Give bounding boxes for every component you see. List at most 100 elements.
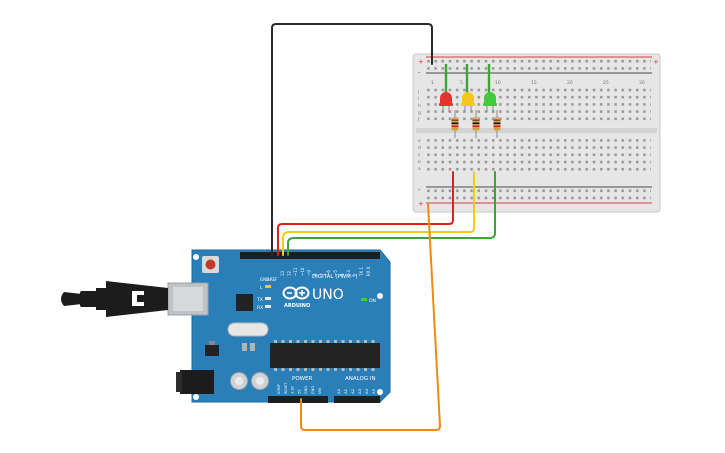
mounting-hole [377, 389, 383, 395]
chip-pin [356, 368, 360, 371]
chip-pin [311, 368, 315, 371]
arduino-logo-icon [282, 286, 310, 300]
chip-pin [296, 368, 300, 371]
digital-pin-label: ~11 [293, 267, 298, 276]
chip-pin [356, 340, 360, 343]
analog-pin-label: A0 [336, 388, 341, 394]
chip-pin [319, 368, 322, 371]
col-number: 30 [639, 80, 645, 86]
wire-pin13-red[interactable] [277, 171, 454, 256]
power-pin-label: IOREF [277, 384, 281, 394]
col-number: 25 [603, 80, 609, 86]
chip-pin [371, 368, 375, 371]
wire-pin11-green[interactable] [287, 171, 496, 256]
chip-pin [289, 340, 292, 343]
top-minus-label: - [418, 69, 421, 77]
top-row-letters: j i h g f [417, 89, 421, 123]
tx-label: TX [256, 297, 263, 303]
chip-pin [326, 340, 330, 343]
l-led [265, 285, 271, 288]
led-yellow[interactable] [461, 92, 475, 112]
power-pin-label: 3.3V [291, 385, 295, 394]
breadboard: + - + 1 5 10 15 20 25 30 j i h g f e d c [412, 53, 661, 213]
chip-pin [274, 368, 277, 371]
power-pin-label: VIN [318, 388, 322, 394]
wire-5v-orange[interactable] [300, 203, 441, 431]
row-letter: e [418, 139, 421, 144]
mounting-hole [193, 254, 199, 260]
top-plus-label-right: + [653, 58, 659, 66]
wire-pin12-yellow[interactable] [282, 171, 475, 256]
reset-button-cap[interactable] [205, 259, 216, 270]
regulator-tab [209, 341, 215, 345]
col-number: 1 [431, 80, 434, 86]
digital-pin-label: 7 [320, 273, 325, 276]
row-letter: i [418, 96, 419, 102]
top-terminal-holes[interactable] [426, 88, 651, 124]
analog-pin-label: A3 [357, 388, 362, 394]
usb-cable[interactable] [61, 281, 168, 317]
dc-power-jack[interactable] [176, 370, 214, 394]
chip-pin [281, 368, 285, 371]
analog-pin-label: A4 [364, 388, 369, 394]
row-letter: b [418, 159, 421, 165]
bottom-power-rail-holes[interactable] [426, 188, 651, 202]
chip-pin [296, 340, 300, 343]
bottom-minus-label: - [418, 186, 421, 194]
aref-label: AREF [267, 277, 278, 282]
digital-pin-label: 12 [287, 270, 292, 276]
col-number: 20 [567, 80, 573, 86]
resistor[interactable] [451, 117, 459, 131]
power-pin-label: GND [311, 386, 315, 394]
digital-pin-label: 2 [353, 273, 358, 276]
col-number: 10 [495, 80, 501, 86]
bottom-row-letters: e d c b a [418, 139, 421, 172]
power-pin-label: GND [304, 386, 308, 394]
on-label: ON [369, 298, 376, 304]
row-letter: c [418, 153, 421, 158]
chip-pins [274, 340, 375, 371]
usb-logo-icon [132, 291, 144, 306]
chip-pin [334, 340, 337, 343]
chip-pin [364, 340, 367, 343]
led-red[interactable] [439, 92, 453, 112]
chip-pin [281, 340, 285, 343]
col-number: 5 [460, 80, 463, 86]
row-letter: d [418, 145, 421, 151]
digital-pin-label: ~3 [346, 270, 351, 276]
wire-gnd-black[interactable] [271, 23, 433, 256]
chip-pin [371, 340, 375, 343]
column-numbers: 1 5 10 15 20 25 30 [431, 80, 645, 86]
chip-pin [274, 340, 277, 343]
usb-connector[interactable] [167, 282, 209, 316]
analog-header[interactable] [334, 396, 380, 403]
digital-pin-label: RX 0 [366, 266, 371, 276]
power-pin-label: RESET [284, 382, 288, 394]
uno-label: UNO [312, 287, 344, 303]
digital-pin-label: ~6 [326, 270, 331, 276]
bottom-terminal-holes[interactable] [426, 137, 651, 173]
row-letter: f [418, 117, 420, 123]
row-letter: j [417, 89, 419, 95]
digital-pwm-label: DIGITAL (PWM~) [312, 274, 358, 280]
digital-pin-label: ~5 [333, 270, 338, 276]
top-power-rail-holes[interactable] [426, 58, 651, 72]
capacitor-top [235, 377, 243, 385]
row-letter: g [418, 111, 421, 116]
led-green[interactable] [483, 92, 497, 112]
power-header[interactable] [268, 396, 328, 403]
chip-pin [304, 368, 307, 371]
resistor[interactable] [493, 117, 501, 131]
rx-label: RX [257, 305, 263, 311]
digital-header[interactable] [240, 252, 380, 259]
digital-pin-label: 4 [339, 273, 344, 276]
chip-pin [349, 368, 352, 371]
chip-pin [364, 368, 367, 371]
resistor[interactable] [472, 117, 480, 131]
power-label: POWER [292, 376, 313, 382]
tx-led [265, 297, 271, 300]
